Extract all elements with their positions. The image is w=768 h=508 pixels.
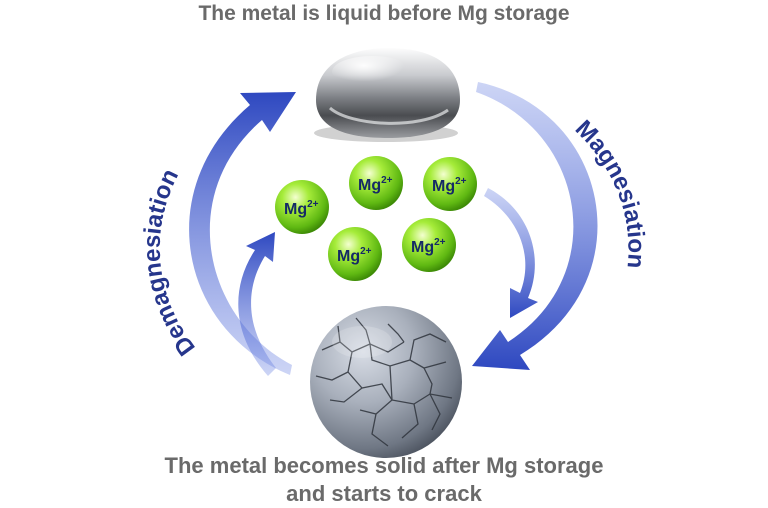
- mg-ion: Mg2+: [423, 157, 477, 211]
- left-cycle-arrow: [189, 92, 296, 375]
- top-caption: The metal is liquid before Mg storage: [198, 2, 570, 25]
- mg-ion: Mg2+: [402, 218, 456, 272]
- cracked-solid-sphere: [310, 306, 462, 458]
- mg-ion: Mg2+: [275, 180, 329, 234]
- bottom-caption-line1: The metal becomes solid after Mg storage: [164, 453, 604, 478]
- svg-text:Mg2+: Mg2+: [411, 237, 446, 256]
- svg-text:Mg2+: Mg2+: [358, 175, 393, 194]
- svg-text:Mg2+: Mg2+: [337, 246, 372, 265]
- right-cycle-arrow: [472, 82, 598, 370]
- bottom-caption-line2: and starts to crack: [286, 481, 482, 506]
- svg-text:Mg2+: Mg2+: [432, 176, 467, 195]
- demagnesiation-label: Demagnesiation: [139, 165, 201, 361]
- bottom-caption: The metal becomes solid after Mg storage…: [0, 452, 768, 508]
- mg-ion: Mg2+: [328, 227, 382, 281]
- liquid-metal-droplet: [314, 48, 460, 142]
- svg-text:Mg2+: Mg2+: [284, 199, 319, 218]
- inner-right-arrow: [484, 188, 538, 318]
- inner-left-arrow: [238, 232, 276, 376]
- mg-ion: Mg2+: [349, 156, 403, 210]
